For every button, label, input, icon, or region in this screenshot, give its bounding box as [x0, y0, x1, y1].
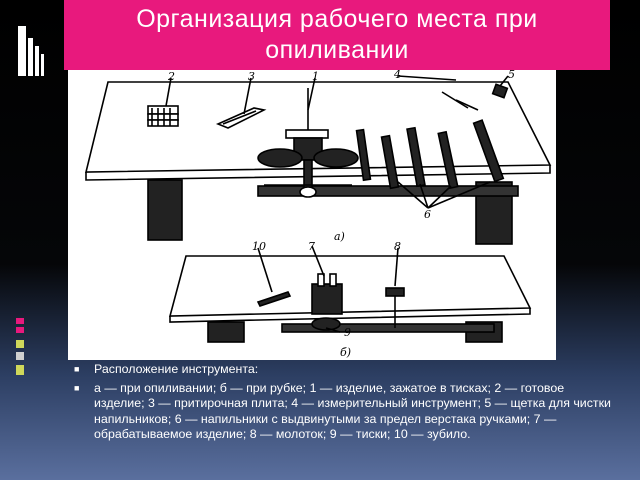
chisel-icon [256, 291, 292, 307]
label-2: 2 [167, 70, 175, 83]
vise-b-icon [311, 245, 343, 331]
brush-icon [491, 83, 509, 99]
bench-leg-left-b [207, 321, 245, 343]
bullet-text: Расположение инструмента: [94, 362, 259, 376]
bench-leg-left-a [147, 179, 183, 241]
bench-top-b [168, 255, 532, 317]
bullet-icon: ■ [74, 382, 80, 393]
bullet-item: ■ а — при опиливании; б — при рубке; 1 —… [72, 381, 612, 443]
label-a: a) [334, 230, 345, 243]
bullet-list: ■ Расположение инструмента: ■ а — при оп… [72, 362, 612, 446]
decorative-squares-icon [16, 318, 26, 388]
label-3: 3 [248, 70, 255, 83]
hammer-icon [385, 247, 405, 328]
decorative-bars-icon [18, 18, 46, 82]
label-9: 9 [344, 326, 351, 339]
bench-rail-a [257, 185, 519, 197]
bullet-item: ■ Расположение инструмента: [72, 362, 612, 378]
workbench-drawing: 2 3 1 4 5 6 a) 10 7 8 9 б) [84, 68, 552, 359]
label-4: 4 [393, 70, 401, 81]
label-8: 8 [394, 240, 401, 253]
label-7: 7 [308, 240, 315, 253]
files-icon [355, 119, 505, 190]
measuring-tool-icon [441, 91, 469, 109]
slide-title: Организация рабочего места при опиливани… [64, 0, 610, 70]
label-6: 6 [424, 208, 431, 221]
bullet-icon: ■ [74, 364, 80, 374]
workbench-diagram: 2 3 1 4 5 6 a) 10 7 8 9 б) [68, 68, 556, 360]
bullet-text: а — при опиливании; б — при рубке; 1 — и… [94, 380, 611, 442]
label-1: 1 [312, 70, 319, 83]
finished-item-icon [147, 105, 179, 127]
label-b: б) [340, 346, 351, 359]
label-5: 5 [508, 70, 515, 81]
label-10: 10 [252, 240, 266, 253]
vise-icon [257, 88, 359, 198]
